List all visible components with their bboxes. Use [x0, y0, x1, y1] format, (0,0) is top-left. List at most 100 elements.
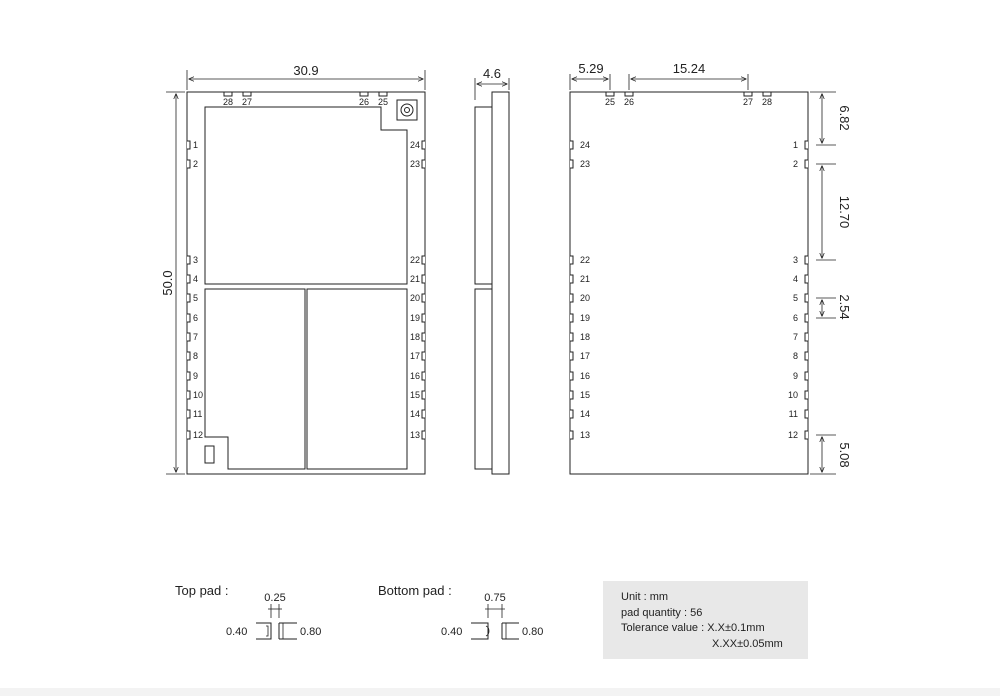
rf-shield-upper [204, 106, 408, 285]
pin-number-label: 24 [410, 140, 420, 150]
pin-number-label: 28 [223, 97, 233, 107]
castellated-pad [421, 371, 425, 381]
pin-number-label: 5 [193, 293, 198, 303]
castellated-pad [421, 430, 425, 440]
castellated-pad [421, 332, 425, 342]
width-dim-label: 30.9 [293, 63, 318, 78]
pin-number-label: 21 [410, 274, 420, 284]
pin-number-label: 22 [410, 255, 420, 265]
side-shield-lower [474, 288, 493, 470]
bottom-view: 5.29 15.24 6.82 12.70 2.54 5.08 24232221… [569, 61, 852, 475]
height-dim-label: 50.0 [160, 270, 175, 295]
top-pad-width-label: 0.25 [264, 592, 285, 604]
pin-number-label: 17 [580, 351, 590, 361]
pin-number-label: 22 [580, 255, 590, 265]
castellated-pad [570, 332, 574, 342]
pin-number-label: 16 [410, 371, 420, 381]
castellated-pad [743, 91, 753, 97]
castellated-pad [187, 371, 191, 381]
castellated-pad [421, 313, 425, 323]
pin-number-label: 1 [193, 140, 198, 150]
castellated-pad [804, 409, 808, 419]
top-pad-left-shape [256, 622, 272, 640]
top-pad-right-label: 0.80 [300, 626, 321, 638]
side-pcb [491, 91, 510, 475]
pin-number-label: 28 [762, 97, 772, 107]
castellated-pad [804, 390, 808, 400]
antenna-connector-core [404, 107, 410, 113]
top-view-pads: 1234567891011122423222120191817161514132… [187, 91, 425, 440]
castellated-pad [359, 91, 369, 97]
castellated-pad [187, 332, 191, 342]
pin-number-label: 12 [788, 430, 798, 440]
pin-number-label: 25 [378, 97, 388, 107]
shield-lower-left [204, 288, 306, 470]
castellated-pad [421, 390, 425, 400]
pin-number-label: 27 [242, 97, 252, 107]
pin-number-label: 3 [793, 255, 798, 265]
thickness-dim-label: 4.6 [483, 66, 501, 81]
top-pad-detail: Top pad : 0.25 0.40 0.80 [175, 583, 321, 640]
castellated-pad [187, 255, 191, 265]
castellated-pad [187, 274, 191, 284]
castellated-pad [570, 159, 574, 169]
castellated-pad [421, 274, 425, 284]
bottom-pad-right-label: 0.80 [522, 626, 543, 638]
pin-number-label: 6 [793, 313, 798, 323]
castellated-pad [804, 140, 808, 150]
castellated-pad [804, 293, 808, 303]
castellated-pad [187, 390, 191, 400]
pin-number-label: 15 [580, 390, 590, 400]
pin-number-label: 9 [793, 371, 798, 381]
castellated-pad [804, 430, 808, 440]
bottom-pad-title: Bottom pad : [378, 583, 452, 598]
pin-number-label: 26 [624, 97, 634, 107]
castellated-pad [378, 91, 388, 97]
castellated-pad [187, 430, 191, 440]
pin-number-label: 7 [193, 332, 198, 342]
bottom-pad-left-shape [471, 622, 489, 640]
shield-lower-right [306, 288, 408, 470]
castellated-pad [570, 351, 574, 361]
small-component [204, 445, 215, 464]
info-box: Unit : mm pad quantity : 56 Tolerance va… [603, 581, 808, 659]
top-view-outline [186, 91, 426, 475]
castellated-pad [242, 91, 252, 97]
tolerance-text-1: Tolerance value : X.X±0.1mm [621, 622, 765, 634]
dim-left-label: 5.29 [578, 61, 603, 76]
castellated-pad [421, 293, 425, 303]
pin-number-label: 15 [410, 390, 420, 400]
top-pad-right-shape [278, 622, 297, 640]
pin-number-label: 3 [193, 255, 198, 265]
bottom-view-pads: 2423222120191817161514131234567891011122… [570, 91, 808, 440]
dim-pin-group-label: 12.70 [837, 196, 852, 229]
castellated-pad [421, 140, 425, 150]
castellated-pad [804, 313, 808, 323]
bottom-pad-left-label: 0.40 [441, 626, 462, 638]
pin-number-label: 11 [789, 409, 798, 419]
castellated-pad [804, 255, 808, 265]
dim-top-label: 15.24 [673, 61, 706, 76]
pin-number-label: 18 [410, 332, 420, 342]
castellated-pad [570, 293, 574, 303]
castellated-pad [187, 409, 191, 419]
castellated-pad [570, 371, 574, 381]
pin-number-label: 4 [193, 274, 198, 284]
antenna-connector-ring [400, 103, 414, 117]
castellated-pad [762, 91, 772, 97]
castellated-pad [421, 351, 425, 361]
castellated-pad [421, 255, 425, 265]
pin-number-label: 5 [793, 293, 798, 303]
pin-number-label: 10 [193, 390, 203, 400]
castellated-pad [804, 332, 808, 342]
castellated-pad [187, 313, 191, 323]
castellated-pad [570, 255, 574, 265]
bottom-view-outline [569, 91, 809, 475]
pin-number-label: 24 [580, 140, 590, 150]
castellated-pad [804, 371, 808, 381]
pin-number-label: 20 [580, 293, 590, 303]
castellated-pad [570, 409, 574, 419]
top-pad-left-label: 0.40 [226, 626, 247, 638]
pin-number-label: 12 [193, 430, 203, 440]
